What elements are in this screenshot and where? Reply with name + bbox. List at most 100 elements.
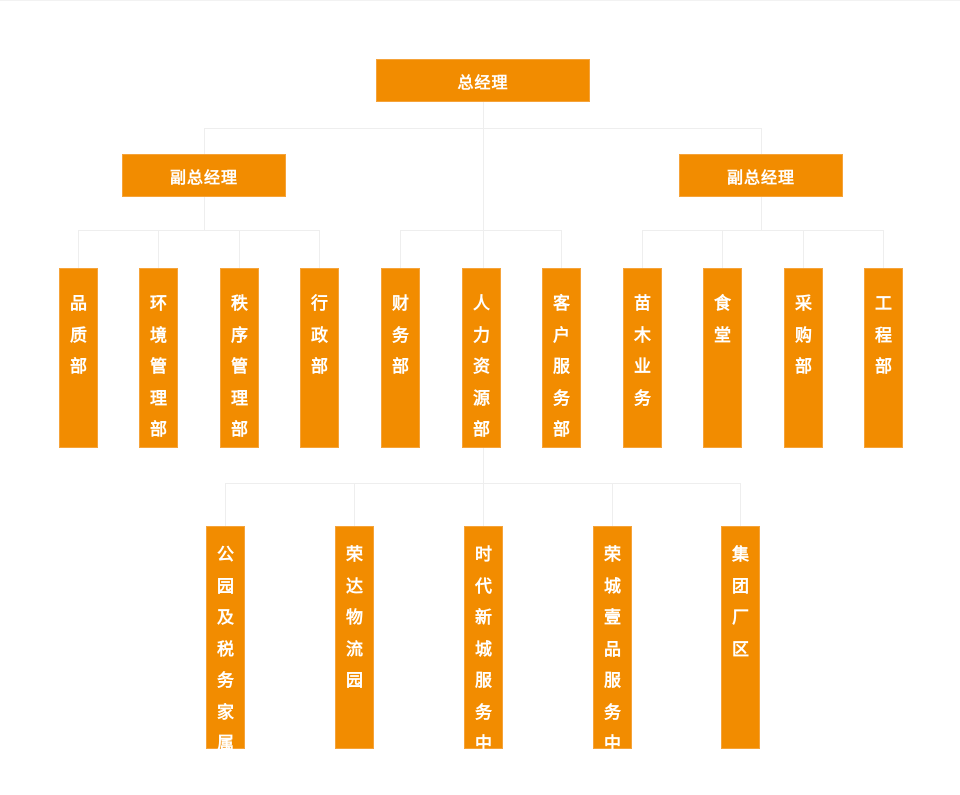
node-department: 秩序管理部秩序管理部 bbox=[220, 268, 259, 448]
node-label-char: 财 bbox=[392, 294, 409, 314]
connector-dept-1 bbox=[78, 230, 79, 268]
node-label-char: 品 bbox=[604, 639, 621, 660]
node-label-char: 务 bbox=[604, 702, 621, 723]
connector-dept-11 bbox=[883, 230, 884, 268]
node-department: 行政部行政部 bbox=[300, 268, 339, 448]
node-label-char: 部 bbox=[70, 357, 87, 377]
node-label-char: 务 bbox=[634, 388, 651, 409]
node-label-char: 壹 bbox=[604, 608, 621, 628]
node-label-char: 物 bbox=[346, 608, 363, 628]
node-label-char: 服 bbox=[475, 671, 492, 691]
node-label-char: 心 bbox=[604, 765, 621, 786]
node-label-char: 荣 bbox=[346, 545, 363, 565]
node-label-char: 区 bbox=[732, 639, 749, 660]
node-label-char: 部 bbox=[553, 420, 570, 440]
connector-service-5 bbox=[740, 483, 741, 526]
node-department: 品质部品质部 bbox=[59, 268, 98, 448]
node-service-center: 荣城壹品服务中心荣城壹品服务中心 bbox=[593, 526, 632, 786]
node-label-char: 秩 bbox=[231, 294, 248, 314]
node-label-char: 务 bbox=[475, 702, 492, 723]
node-label-char: 集 bbox=[732, 545, 749, 565]
node-label-char: 厂 bbox=[732, 608, 749, 628]
node-department: 食堂食堂 bbox=[703, 268, 742, 448]
node-department: 采购部采购部 bbox=[784, 268, 823, 448]
node-service-center: 集团厂区集团厂区 bbox=[721, 526, 760, 749]
top-divider bbox=[0, 0, 960, 1]
node-label-char: 管 bbox=[150, 357, 167, 377]
node-label-char: 人 bbox=[473, 294, 490, 314]
connector-deputies-bar bbox=[204, 128, 761, 129]
node-label-char: 流 bbox=[346, 639, 363, 660]
node-label-char: 楼 bbox=[217, 765, 234, 786]
node-department: 工程部工程部 bbox=[864, 268, 903, 448]
node-label-char: 力 bbox=[473, 325, 490, 346]
node-label-char: 客 bbox=[553, 294, 570, 314]
node-label-char: 城 bbox=[475, 639, 492, 660]
connector-dept-4 bbox=[319, 230, 320, 268]
node-label-char: 服 bbox=[604, 671, 621, 691]
node-label-char: 团 bbox=[732, 576, 749, 597]
connector-middle-group-bar bbox=[400, 230, 562, 231]
node-label-char: 服 bbox=[553, 357, 570, 377]
node-label-char: 时 bbox=[475, 545, 492, 565]
node-department: 财务部财务部 bbox=[381, 268, 420, 448]
node-label-char: 理 bbox=[150, 388, 167, 409]
connector-deputy-right-up bbox=[761, 128, 762, 154]
node-service-center: 时代新城服务中心时代新城服务中心 bbox=[464, 526, 503, 786]
node-label-char: 园 bbox=[217, 576, 234, 597]
connector-deputy-right-down bbox=[761, 197, 762, 230]
node-service-center: 公园及税务家属楼公园及税务家属楼 bbox=[206, 526, 245, 786]
connector-service-4 bbox=[612, 483, 613, 526]
node-deputy-general-manager-right: 副总经理 bbox=[679, 154, 843, 197]
node-label: 副总经理 bbox=[169, 167, 238, 187]
node-label-char: 程 bbox=[875, 325, 892, 346]
node-label-char: 部 bbox=[231, 420, 248, 440]
node-department: 人力资源部人力资源部 bbox=[462, 268, 501, 448]
node-label-char: 苗 bbox=[634, 294, 651, 314]
node-label-char: 环 bbox=[150, 294, 167, 314]
node-label-char: 行 bbox=[311, 294, 328, 314]
node-label-char: 质 bbox=[70, 325, 87, 346]
node-label-char: 理 bbox=[231, 388, 248, 409]
node-label-char: 购 bbox=[795, 325, 812, 346]
node-label-char: 公 bbox=[217, 545, 234, 565]
connector-dept-8 bbox=[642, 230, 643, 268]
connector-service-2 bbox=[354, 483, 355, 526]
connector-dept-10 bbox=[803, 230, 804, 268]
node-label-char: 心 bbox=[475, 765, 492, 786]
node-department: 客户服务部客户服务部 bbox=[542, 268, 581, 448]
node-label: 副总经理 bbox=[726, 167, 795, 187]
node-deputy-general-manager-left: 副总经理 bbox=[122, 154, 286, 197]
node-label-char: 务 bbox=[553, 388, 570, 409]
connector-dept-9 bbox=[722, 230, 723, 268]
node-label-char: 部 bbox=[392, 357, 409, 377]
connector-service-3 bbox=[483, 483, 484, 526]
node-label-char: 业 bbox=[634, 357, 651, 377]
connector-dept-7 bbox=[561, 230, 562, 268]
node-label-char: 食 bbox=[714, 294, 731, 314]
node-department: 环境管理部环境管理部 bbox=[139, 268, 178, 448]
node-label-char: 中 bbox=[475, 734, 492, 754]
connector-dept-2 bbox=[158, 230, 159, 268]
node-label-char: 部 bbox=[795, 357, 812, 377]
node-label-char: 部 bbox=[875, 357, 892, 377]
node-label-char: 木 bbox=[634, 325, 651, 346]
node-label-char: 部 bbox=[311, 357, 328, 377]
node-label-char: 属 bbox=[217, 734, 234, 754]
node-label-char: 家 bbox=[217, 702, 234, 723]
node-label-char: 税 bbox=[217, 639, 234, 660]
node-label-char: 堂 bbox=[714, 325, 731, 346]
node-label-char: 园 bbox=[346, 671, 363, 691]
connector-deputy-left-down bbox=[204, 197, 205, 230]
node-label-char: 采 bbox=[795, 294, 812, 314]
node-label-char: 中 bbox=[604, 734, 621, 754]
node-label-char: 代 bbox=[475, 576, 492, 597]
node-service-center: 荣达物流园荣达物流园 bbox=[335, 526, 374, 749]
node-label-char: 境 bbox=[150, 325, 167, 346]
node-label-char: 管 bbox=[231, 357, 248, 377]
node-label-char: 品 bbox=[70, 294, 87, 314]
node-label-char: 户 bbox=[553, 325, 570, 346]
node-department: 苗木业务苗木业务 bbox=[623, 268, 662, 448]
node-label: 总经理 bbox=[457, 72, 509, 92]
connector-right-group-bar bbox=[642, 230, 884, 231]
